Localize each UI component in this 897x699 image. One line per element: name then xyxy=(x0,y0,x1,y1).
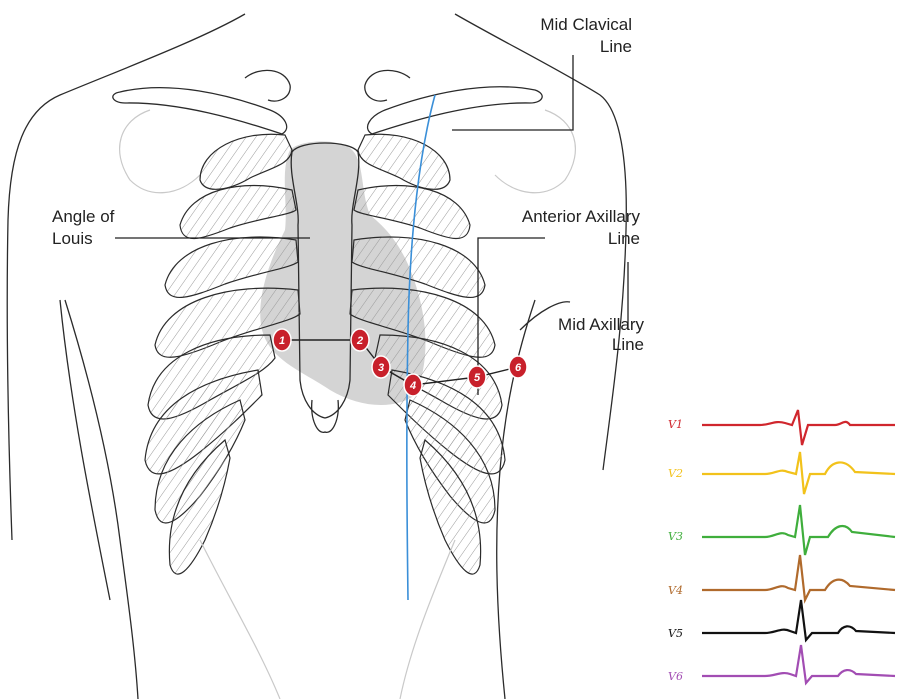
anterior-axillary-label-line2: Line xyxy=(608,229,640,248)
lead-v5-label: V5 xyxy=(668,627,683,640)
electrode-6: 6 xyxy=(509,356,527,378)
electrode-5-label: 5 xyxy=(474,372,481,384)
lead-v6-trace xyxy=(702,645,895,683)
lead-v6-label: V6 xyxy=(668,670,683,683)
lead-v1-trace xyxy=(702,410,895,445)
lead-v2-label: V2 xyxy=(668,467,683,480)
electrode-3: 3 xyxy=(372,356,390,378)
lead-v5-trace xyxy=(702,600,895,640)
mid-axillary-label-line2: Line xyxy=(612,335,644,354)
electrode-2-label: 2 xyxy=(356,335,363,347)
mid-axillary-label-line1: Mid Axillary xyxy=(558,315,644,334)
electrode-6-label: 6 xyxy=(515,362,522,374)
lead-v3-label: V3 xyxy=(668,530,683,543)
electrode-1-label: 1 xyxy=(279,335,285,347)
lead-v3: V3 xyxy=(668,505,895,555)
clavicles xyxy=(113,70,542,134)
electrode-2: 2 xyxy=(351,329,369,351)
lead-v6: V6 xyxy=(668,645,895,683)
lead-v2: V2 xyxy=(668,452,895,494)
electrode-4: 4 xyxy=(404,374,422,396)
lead-v3-trace xyxy=(702,505,895,555)
electrode-3-label: 3 xyxy=(378,362,384,374)
mid-clavicular-label-line2: Line xyxy=(600,37,632,56)
lead-v4: V4 xyxy=(668,555,895,600)
anterior-axillary-label-line1: Anterior Axillary xyxy=(522,207,641,226)
lead-v4-label: V4 xyxy=(668,584,683,597)
angle-of-louis-label-line2: Louis xyxy=(52,229,93,248)
electrode-4-label: 4 xyxy=(409,380,416,392)
lead-v1-label: V1 xyxy=(668,418,683,431)
lead-v5: V5 xyxy=(668,600,895,640)
lead-v1: V1 xyxy=(668,410,895,445)
electrode-5: 5 xyxy=(468,366,486,388)
ecg-traces: V1 V2 V3 V4 V5 V6 xyxy=(668,410,895,683)
mid-clavicular-label-line1: Mid Clavical xyxy=(540,15,632,34)
lead-v4-trace xyxy=(702,555,895,600)
lead-v2-trace xyxy=(702,452,895,494)
angle-of-louis-label-line1: Angle of xyxy=(52,207,115,226)
electrode-1: 1 xyxy=(273,329,291,351)
